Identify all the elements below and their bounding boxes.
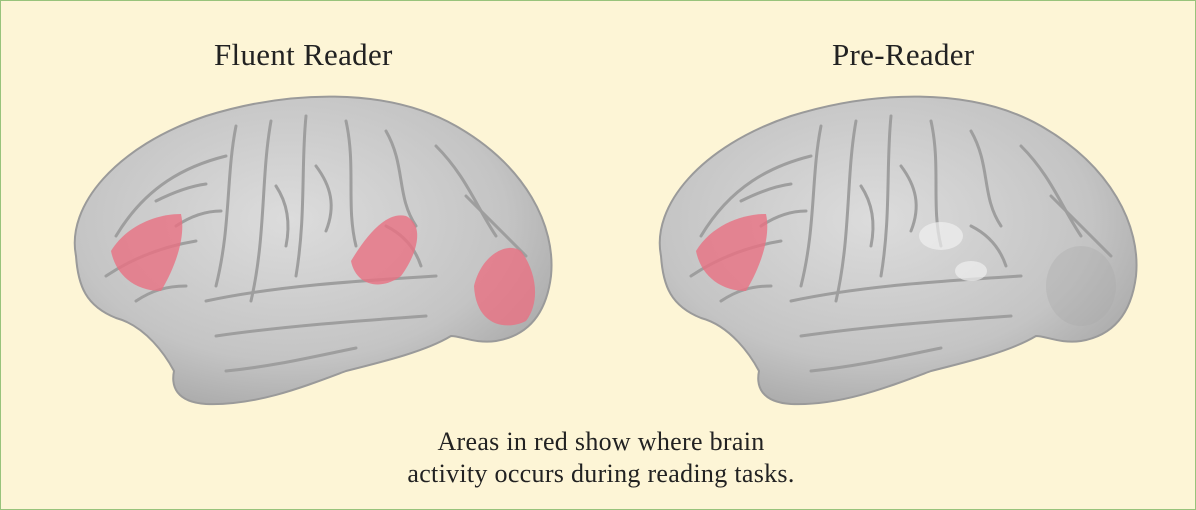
pre-reader-brain xyxy=(641,86,1151,416)
fluent-reader-brain xyxy=(56,86,566,416)
figure-caption: Areas in red show where brain activity o… xyxy=(301,426,901,490)
caption-line-1: Areas in red show where brain xyxy=(301,426,901,458)
caption-line-2: activity occurs during reading tasks. xyxy=(301,458,901,490)
fluent-reader-title: Fluent Reader xyxy=(214,37,393,73)
pre-reader-title: Pre-Reader xyxy=(832,37,974,73)
shadowed-region xyxy=(1046,246,1116,326)
